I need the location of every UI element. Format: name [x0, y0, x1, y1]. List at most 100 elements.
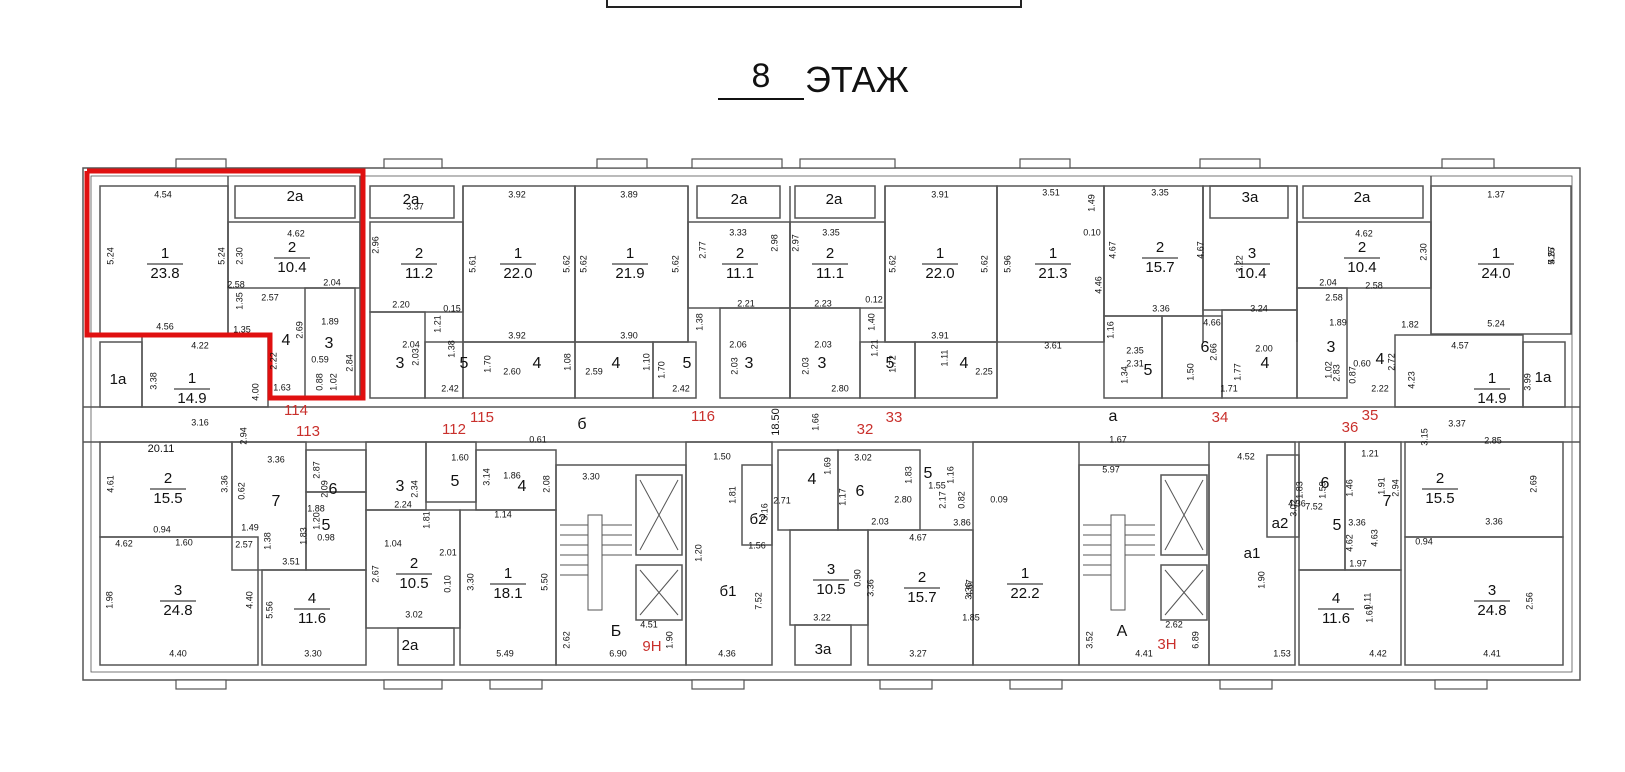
dimension-label: 0.12 [865, 294, 883, 304]
dimension-label: 2.62 [1165, 619, 1183, 629]
staircase-a [1083, 479, 1204, 616]
dimension-label: 1.70 [482, 355, 492, 373]
dimension-label: 4.00 [250, 383, 260, 401]
dimension-label: 3.24 [1250, 303, 1268, 313]
dimension-label: 2.58 [1325, 292, 1343, 302]
outer-wall-inner [90, 175, 1573, 673]
dimension-label: 5.50 [539, 573, 549, 591]
dimension-label: 2.94 [1390, 479, 1400, 497]
dimension-label: 1.83 [298, 527, 308, 545]
dimension-label: 1.98 [104, 591, 114, 609]
dimension-label: 0.11 [1362, 593, 1372, 610]
dimension-label: 2.03 [814, 339, 832, 349]
dimension-label: 2.09 [319, 480, 329, 498]
room-area-r17: 15.5 [1425, 490, 1454, 507]
dimension-label: 0.10 [1083, 227, 1101, 237]
red-marker: 32 [857, 421, 874, 438]
room-label: 3 [396, 355, 405, 372]
room-label: 7 [1383, 493, 1392, 510]
dimension-label: 2.35 [1126, 345, 1144, 355]
dimension-label: 2.24 [394, 499, 412, 509]
plan-walls [82, 167, 1581, 681]
dimension-label: 5.24 [216, 247, 226, 265]
dimension-label: 0.10 [442, 575, 452, 593]
room-number-r21: 1 [504, 565, 512, 582]
room-area-r22: 10.5 [816, 581, 845, 598]
dimension-label: 0.94 [153, 524, 171, 534]
room-number-r7: 2 [826, 245, 834, 262]
dimension-label: 1.66 [810, 413, 820, 431]
room-label: 4 [1261, 355, 1270, 372]
room-label: Б [611, 623, 622, 640]
dimension-label: 3.35 [1151, 187, 1169, 197]
room-area-r23: 15.7 [907, 589, 936, 606]
room-label: 2а [731, 191, 748, 208]
dimension-label: 3.61 [1044, 340, 1062, 350]
dimension-label: 1.60 [451, 452, 469, 462]
dimension-label: 3.52 [1084, 631, 1094, 649]
dimension-label: 4.41 [1135, 648, 1153, 658]
dimension-label: 1.16 [945, 466, 955, 484]
dimension-label: 2.83 [1331, 364, 1341, 382]
dimension-label: 2.04 [402, 339, 420, 349]
dimension-label: 3.02 [1288, 499, 1298, 517]
dimension-label: 1.21 [869, 339, 879, 357]
dimension-label: 1.89 [321, 316, 339, 326]
dimension-label: 1.67 [1109, 434, 1127, 444]
dimension-label: 3.22 [813, 612, 831, 622]
floor-number: 8 [718, 54, 804, 100]
staircase-b [560, 479, 679, 616]
room-label: 2а [1354, 189, 1371, 206]
dimension-label: 0.59 [311, 354, 329, 364]
highlighted-apartment-outline [84, 168, 366, 401]
dimension-label: 1.56 [748, 540, 766, 550]
room-label: 3а [815, 641, 832, 658]
dimension-label: 2.80 [831, 383, 849, 393]
room-label: 3 [396, 478, 405, 495]
dimension-label: 3.30 [304, 648, 322, 658]
plan-labels: 123.8210.4211.2122.0121.9211.1211.1122.0… [104, 187, 1556, 658]
room-label: 5 [886, 355, 895, 372]
dimension-label: 0.90 [852, 569, 862, 587]
dimension-label: 4.62 [115, 538, 133, 548]
dimension-label: 4.57 [1546, 246, 1556, 264]
dimension-label: 0.98 [317, 532, 335, 542]
dimension-label: 1.49 [241, 522, 259, 532]
room-label: 4 [960, 355, 969, 372]
room-area-r9: 21.3 [1038, 265, 1067, 282]
dimension-label: 1.63 [273, 382, 291, 392]
dimension-label: 3.51 [282, 556, 300, 566]
dimension-label: 5.62 [561, 255, 571, 273]
dimension-label: 3.16 [759, 503, 769, 521]
dimension-label: 1.72 [887, 355, 897, 373]
dimension-label: 1.49 [1086, 194, 1096, 212]
room-number-r25: 4 [1332, 590, 1340, 607]
room-area-r14: 14.9 [177, 390, 206, 407]
red-marker: 3Н [1157, 636, 1176, 653]
room-label: 5 [460, 355, 469, 372]
room-label: 3а [1242, 189, 1259, 206]
dimension-label: 2.22 [268, 352, 278, 370]
room-number-r14: 1 [188, 370, 196, 387]
dimension-label: 3.89 [620, 189, 638, 199]
dimension-label: 3.35 [822, 227, 840, 237]
staircases [560, 479, 1204, 616]
room-label: 4 [1376, 351, 1385, 368]
dimension-label: 1.10 [641, 353, 651, 371]
room-number-r1: 1 [161, 245, 169, 262]
red-marker: 35 [1362, 407, 1379, 424]
dimension-label: 2.20 [392, 299, 410, 309]
dimension-label: 2.04 [323, 277, 341, 287]
room-label: 4 [612, 355, 621, 372]
room-label: б1 [720, 583, 737, 600]
dimension-label: 5.24 [1487, 318, 1505, 328]
red-marker: 33 [886, 409, 903, 426]
dimension-label: 5.61 [467, 255, 477, 273]
dimension-label: 2.96 [370, 236, 380, 254]
dimension-label: 1.81 [421, 511, 431, 529]
dimension-label: 4.22 [191, 340, 209, 350]
room-label: 5 [451, 473, 460, 490]
room-area-r3: 11.2 [405, 265, 433, 282]
dimension-label: 3.36 [267, 454, 285, 464]
